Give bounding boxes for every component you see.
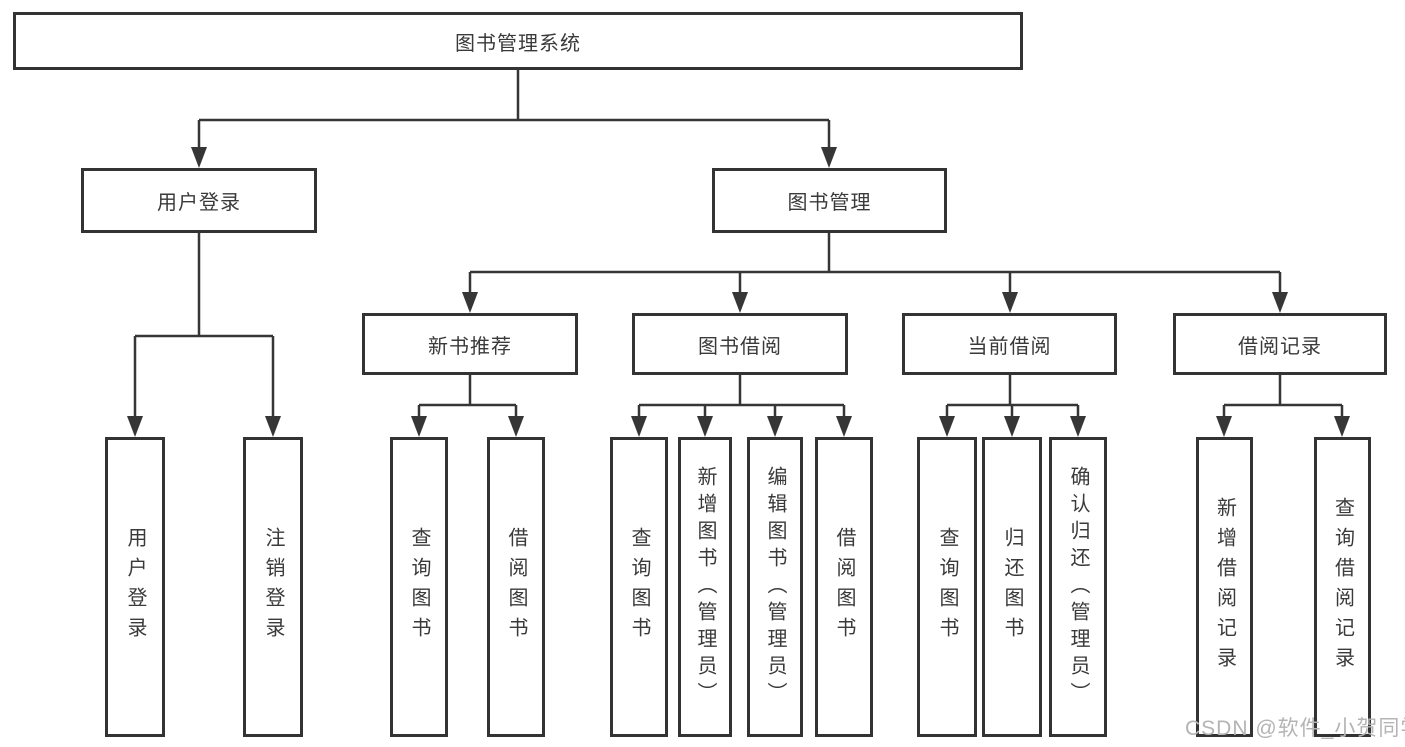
node-new-book-recommend: 新书推荐 bbox=[362, 313, 578, 375]
node-current-borrowing-label: 当前借阅 bbox=[967, 335, 1052, 358]
node-book-borrowing: 图书借阅 bbox=[632, 313, 848, 375]
leaf-query-borrow-record: 查询借阅记录 bbox=[1314, 437, 1371, 737]
node-borrowing-records-label: 借阅记录 bbox=[1238, 335, 1322, 358]
connector-borrowrecords-to-leaves bbox=[1222, 375, 1344, 420]
leaf-user-login-label: 用户登录 bbox=[124, 527, 146, 647]
leaf-add-borrow-record: 新增借阅记录 bbox=[1196, 437, 1253, 737]
leaf-query-books-recommend: 查询图书 bbox=[390, 437, 448, 737]
connector-bookmgmt-to-level3 bbox=[468, 233, 1282, 296]
leaf-query-books-borrowing: 查询图书 bbox=[610, 437, 668, 737]
leaf-add-books-admin-label: 新增图书（管理员） bbox=[694, 465, 716, 709]
leaf-borrow-books-label: 借阅图书 bbox=[833, 527, 855, 647]
leaf-query-books-current: 查询图书 bbox=[917, 437, 977, 737]
node-root: 图书管理系统 bbox=[13, 12, 1023, 70]
leaf-borrow-books-recommend-label: 借阅图书 bbox=[505, 527, 527, 647]
connector-root-to-level2 bbox=[197, 70, 831, 150]
leaf-confirm-return-admin: 确认归还（管理员） bbox=[1049, 437, 1107, 737]
leaf-query-borrow-record-label: 查询借阅记录 bbox=[1331, 497, 1354, 677]
connector-currentborrow-to-leaves bbox=[945, 375, 1080, 420]
node-user-login-label: 用户登录 bbox=[157, 192, 241, 214]
leaf-return-books-label: 归还图书 bbox=[1001, 527, 1023, 647]
leaf-logout: 注销登录 bbox=[243, 437, 303, 737]
node-book-management: 图书管理 bbox=[712, 168, 947, 233]
connector-userlogin-to-leaves bbox=[133, 233, 275, 420]
leaf-add-books-admin: 新增图书（管理员） bbox=[678, 437, 732, 737]
node-book-management-label: 图书管理 bbox=[787, 192, 872, 214]
node-current-borrowing: 当前借阅 bbox=[902, 313, 1117, 375]
connector-bookborrow-to-leaves bbox=[637, 375, 846, 420]
leaf-borrow-books-recommend: 借阅图书 bbox=[487, 437, 545, 737]
connector-newbookrec-to-leaves bbox=[417, 375, 518, 420]
leaf-query-books-current-label: 查询图书 bbox=[936, 527, 958, 647]
node-root-label: 图书管理系统 bbox=[455, 32, 581, 55]
node-new-book-recommend-label: 新书推荐 bbox=[428, 335, 512, 358]
csdn-watermark: CSDN @软件_小贺同学 bbox=[1185, 717, 1405, 740]
leaf-borrow-books: 借阅图书 bbox=[815, 437, 873, 737]
leaf-logout-label: 注销登录 bbox=[262, 527, 284, 647]
leaf-query-books-borrowing-label: 查询图书 bbox=[628, 527, 650, 647]
arrowheads bbox=[127, 147, 1350, 437]
leaf-edit-books-admin: 编辑图书（管理员） bbox=[747, 437, 803, 737]
leaf-add-borrow-record-label: 新增借阅记录 bbox=[1213, 497, 1236, 677]
leaf-query-books-recommend-label: 查询图书 bbox=[408, 527, 430, 647]
node-borrowing-records: 借阅记录 bbox=[1173, 313, 1387, 375]
node-book-borrowing-label: 图书借阅 bbox=[698, 335, 782, 358]
leaf-confirm-return-admin-label: 确认归还（管理员） bbox=[1067, 465, 1089, 709]
leaf-return-books: 归还图书 bbox=[982, 437, 1042, 737]
node-user-login: 用户登录 bbox=[81, 168, 317, 233]
leaf-edit-books-admin-label: 编辑图书（管理员） bbox=[764, 465, 786, 709]
leaf-user-login: 用户登录 bbox=[105, 437, 165, 737]
